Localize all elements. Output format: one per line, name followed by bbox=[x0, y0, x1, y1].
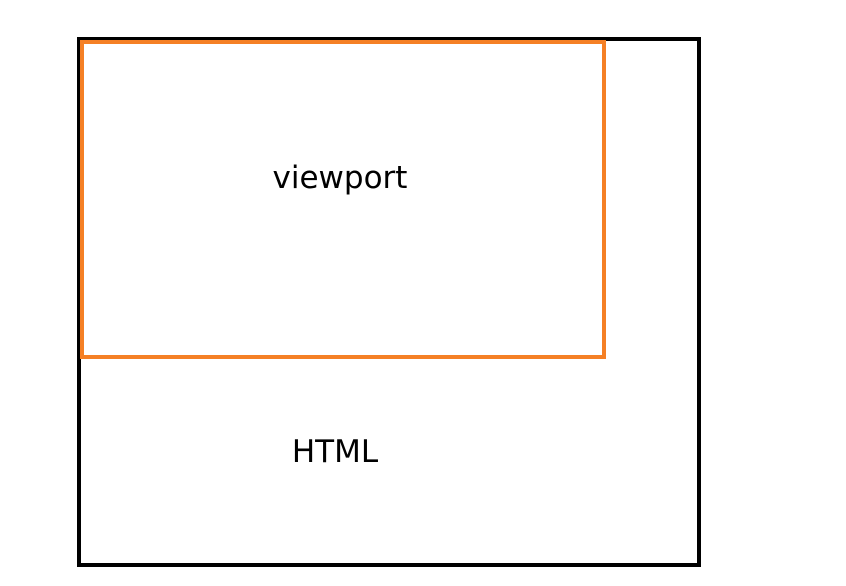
viewport-box bbox=[80, 40, 606, 359]
html-label: HTML bbox=[291, 434, 379, 470]
html-document-box bbox=[77, 37, 701, 567]
viewport-label: viewport bbox=[272, 160, 408, 196]
